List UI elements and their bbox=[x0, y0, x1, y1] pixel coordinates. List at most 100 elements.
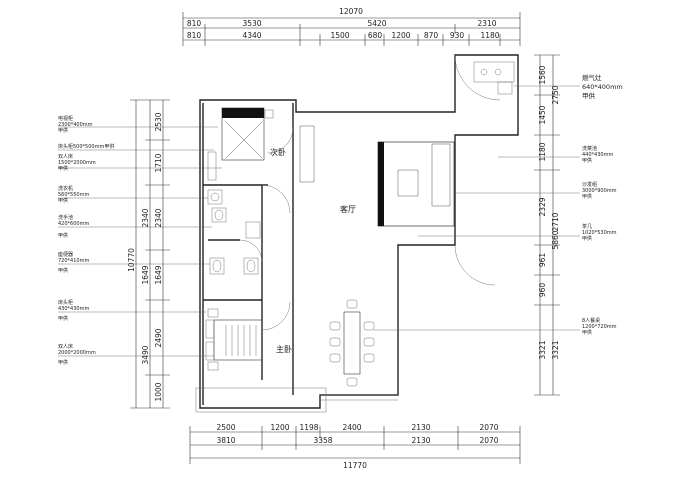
note-left-0-line-2: 甲供 bbox=[58, 127, 68, 134]
bathroom-fixtures bbox=[207, 189, 261, 275]
top-dimensions bbox=[182, 12, 521, 46]
dim-left-c2-1: 1649 bbox=[141, 265, 150, 284]
note-right-2-line-1: 3000*900mm bbox=[582, 188, 617, 194]
dim-right-c2-1: 5860 bbox=[551, 230, 560, 249]
dim-bottom-r2-2: 2130 bbox=[411, 436, 430, 445]
note-right-1: 洗菜池 440*430mm 甲供 bbox=[582, 145, 613, 164]
note-left-0-line-1: 2300*400mm bbox=[58, 122, 93, 128]
note-right-2: 沙发组 3000*900mm 甲供 bbox=[582, 181, 617, 200]
left-dimensions bbox=[130, 99, 170, 409]
bottom-dimensions bbox=[189, 426, 521, 464]
note-left-2-line-0: 双人床 bbox=[58, 153, 73, 160]
dining-set bbox=[329, 299, 375, 387]
dim-top-r2-0: 810 bbox=[187, 31, 202, 40]
note-left-7-line-2: 甲供 bbox=[58, 359, 68, 366]
dim-left-c1-1: 1710 bbox=[154, 153, 163, 172]
dim-top-r2-6: 930 bbox=[450, 31, 465, 40]
dim-left-c1-4: 2490 bbox=[154, 328, 163, 347]
dim-left-c2-0: 2340 bbox=[141, 208, 150, 227]
note-left-6: 床头柜 430*430mm 甲供 bbox=[58, 299, 89, 322]
note-right-4-line-2: 甲供 bbox=[582, 329, 592, 336]
note-right-3-line-2: 甲供 bbox=[582, 235, 592, 242]
stove-burner-icon bbox=[494, 68, 502, 76]
dim-left-c2b-0: 3490 bbox=[141, 345, 150, 364]
living-room-furniture bbox=[299, 125, 455, 227]
dim-right-c1-6: 3321 bbox=[538, 340, 547, 359]
note-left-7: 双人床 2000*2000mm 甲供 bbox=[58, 343, 96, 366]
dim-left-total: 10770 bbox=[127, 248, 136, 272]
note-left-6-line-0: 床头柜 bbox=[58, 299, 73, 306]
note-left-6-line-2: 甲供 bbox=[58, 315, 68, 322]
second-bedroom-furniture bbox=[207, 107, 274, 181]
note-left-4-line-1: 420*600mm bbox=[58, 221, 89, 227]
note-left-2-line-1: 1500*2000mm bbox=[58, 160, 96, 166]
dim-right-c1-5: 960 bbox=[538, 283, 547, 298]
interior-walls bbox=[203, 184, 294, 395]
note-left-5: 座便器 720*410mm 甲供 bbox=[58, 251, 89, 274]
note-left-3: 洗衣机 560*550mm 甲供 bbox=[58, 185, 89, 204]
note-right-4-line-0: 8人餐桌 bbox=[582, 317, 600, 324]
note-left-6-line-1: 430*430mm bbox=[58, 306, 89, 312]
dim-right-c1-3: 2329 bbox=[538, 197, 547, 216]
dim-left-c1-5: 1000 bbox=[154, 382, 163, 401]
dim-right-c2b-0: 2710 bbox=[551, 212, 560, 231]
dim-bottom-r1-4: 2130 bbox=[411, 423, 430, 432]
dim-top-r1-3: 2310 bbox=[477, 19, 496, 28]
note-left-4-line-0: 洗手池 bbox=[58, 214, 73, 221]
dim-bottom-r1-0: 2500 bbox=[216, 423, 235, 432]
note-left-7-line-1: 2000*2000mm bbox=[58, 350, 96, 356]
note-left-2: 双人床 1500*2000mm 甲供 bbox=[58, 153, 96, 172]
note-left-4-line-2: 甲供 bbox=[58, 232, 68, 239]
dim-top-r1-2: 5420 bbox=[367, 19, 386, 28]
room-label-master: 主卧 bbox=[276, 344, 292, 354]
note-right-1-line-1: 440*430mm bbox=[582, 152, 613, 158]
dim-top-r2-3: 680 bbox=[368, 31, 383, 40]
note-right-0-line-1: 640*400mm bbox=[582, 83, 623, 91]
dim-top-r2-7: 1180 bbox=[480, 31, 499, 40]
note-left-5-line-1: 720*410mm bbox=[58, 258, 89, 264]
dim-right-c1-0: 1560 bbox=[538, 65, 547, 84]
note-left-7-line-0: 双人床 bbox=[58, 343, 73, 350]
note-right-2-line-2: 甲供 bbox=[582, 193, 592, 200]
dim-left-c1-0: 2530 bbox=[154, 112, 163, 131]
note-left-3-line-0: 洗衣机 bbox=[58, 185, 73, 192]
dim-top-r2-4: 1200 bbox=[391, 31, 410, 40]
note-left-1-line-0: 床头柜500*500mm甲供 bbox=[58, 143, 114, 150]
note-right-4: 8人餐桌 1200*720mm 甲供 bbox=[582, 317, 617, 336]
dim-bottom-r2-0: 3810 bbox=[216, 436, 235, 445]
dim-bottom-r1-2: 1198 bbox=[299, 423, 318, 432]
note-left-0: 电视柜 2300*400mm 甲供 bbox=[58, 115, 93, 134]
note-left-1: 床头柜500*500mm甲供 bbox=[58, 143, 114, 150]
note-left-3-line-2: 甲供 bbox=[58, 197, 68, 204]
note-right-4-line-1: 1200*720mm bbox=[582, 324, 617, 330]
dim-top-r2-5: 870 bbox=[424, 31, 439, 40]
note-right-3-line-0: 茶几 bbox=[582, 223, 592, 230]
note-left-4: 洗手池 420*600mm 甲供 bbox=[58, 214, 89, 239]
dim-right-c1-2: 1180 bbox=[538, 142, 547, 161]
note-right-0: 燃气灶 640*400mm 甲供 bbox=[582, 73, 623, 100]
dim-top-r1-1: 3530 bbox=[242, 19, 261, 28]
note-right-0-line-0: 燃气灶 bbox=[582, 73, 602, 82]
dim-top-r2-1: 4340 bbox=[242, 31, 261, 40]
dim-right-c2-0: 2750 bbox=[551, 85, 560, 104]
room-label-living: 客厅 bbox=[340, 204, 356, 214]
dim-top-r2-2: 1500 bbox=[330, 31, 349, 40]
note-right-2-line-0: 沙发组 bbox=[582, 181, 597, 188]
dim-bottom-r2-3: 2070 bbox=[479, 436, 498, 445]
note-right-0-line-2: 甲供 bbox=[582, 91, 596, 100]
exterior-walls bbox=[199, 54, 519, 409]
dim-right-c1-1: 1450 bbox=[538, 105, 547, 124]
dim-bottom-r1-3: 2400 bbox=[342, 423, 361, 432]
dim-top-r1-0: 810 bbox=[187, 19, 202, 28]
room-label-second: 次卧 bbox=[270, 147, 286, 157]
dim-left-c1-3: 1649 bbox=[154, 265, 163, 284]
stove-burner-icon bbox=[480, 68, 488, 76]
note-left-2-line-2: 甲供 bbox=[58, 165, 68, 172]
note-left-0-line-0: 电视柜 bbox=[58, 115, 73, 122]
dim-bottom-r2-1: 3358 bbox=[313, 436, 332, 445]
dim-right-c1-4: 961 bbox=[538, 253, 547, 268]
balcony-outline bbox=[195, 387, 398, 413]
note-right-3-line-1: 1020*530mm bbox=[582, 230, 617, 236]
note-left-5-line-2: 甲供 bbox=[58, 267, 68, 274]
